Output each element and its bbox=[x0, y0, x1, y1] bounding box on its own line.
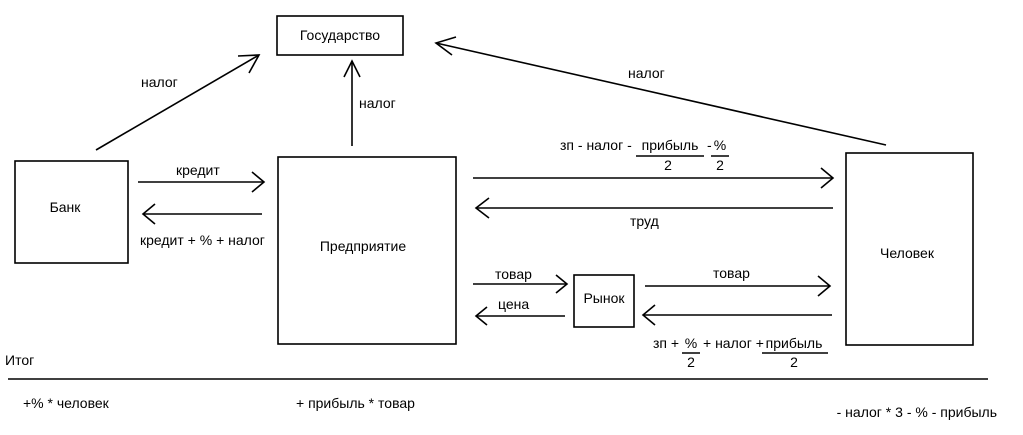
arrow-bank-to-state: налог bbox=[95, 54, 261, 151]
label-market-to-person: товар bbox=[713, 265, 750, 281]
node-state: Государство bbox=[276, 15, 404, 56]
enterprise-box bbox=[277, 156, 457, 345]
state-label: Государство bbox=[300, 27, 380, 43]
node-person: Человек bbox=[845, 152, 974, 346]
summary: Итог +% * человек + прибыль * товар - на… bbox=[5, 352, 997, 420]
formula-bottom-frac2-num: прибыль bbox=[766, 335, 823, 351]
bank-label: Банк bbox=[50, 199, 82, 215]
node-market: Рынок bbox=[573, 274, 635, 328]
label-market-to-enterprise: цена bbox=[498, 296, 529, 312]
state-box bbox=[276, 15, 404, 56]
node-enterprise: Предприятие bbox=[277, 156, 457, 345]
person-label: Человек bbox=[880, 245, 935, 261]
formula-top-frac2-num: % bbox=[714, 137, 726, 153]
enterprise-label: Предприятие bbox=[320, 238, 406, 254]
arrow-bank-to-enterprise: кредит bbox=[138, 162, 266, 193]
market-label: Рынок bbox=[583, 290, 625, 306]
market-box bbox=[573, 274, 635, 328]
formula-bottom: зп + % 2 + налог + прибыль 2 bbox=[653, 335, 828, 370]
summary-title: Итог bbox=[5, 352, 34, 368]
arrow-enterprise-to-bank: кредит + % + налог bbox=[140, 203, 265, 248]
formula-bottom-frac2-den: 2 bbox=[790, 354, 798, 370]
summary-bank: +% * человек bbox=[23, 395, 110, 411]
label-enterprise-to-market: товар bbox=[495, 266, 532, 282]
label-enterprise-to-bank: кредит + % + налог bbox=[140, 232, 265, 248]
arrow-enterprise-to-state: налог bbox=[343, 59, 396, 146]
arrow-person-to-market: зп + % 2 + налог + прибыль 2 bbox=[641, 304, 832, 370]
summary-enterprise: + прибыль * товар bbox=[296, 395, 415, 411]
arrow-person-to-enterprise: труд bbox=[474, 197, 833, 229]
formula-top-minus: - bbox=[707, 137, 712, 153]
label-bank-to-enterprise: кредит bbox=[176, 162, 220, 178]
label-enterprise-to-state: налог bbox=[359, 95, 396, 111]
person-box bbox=[845, 152, 974, 346]
formula-top-lead: зп - налог - bbox=[560, 137, 632, 153]
summary-person: - налог * 3 - % - прибыль bbox=[837, 404, 997, 420]
formula-top-frac2-den: 2 bbox=[716, 157, 724, 173]
formula-bottom-mid: + налог + bbox=[703, 335, 764, 351]
arrow-person-to-state: налог bbox=[434, 36, 887, 146]
arrow-enterprise-to-person: зп - налог - прибыль 2 - % 2 bbox=[473, 137, 835, 189]
formula-top: зп - налог - прибыль 2 - % 2 bbox=[560, 137, 729, 173]
arrow-market-to-person: товар bbox=[645, 265, 832, 297]
formula-top-frac1-num: прибыль bbox=[642, 137, 699, 153]
bank-box bbox=[14, 160, 129, 264]
arrow-enterprise-to-market: товар bbox=[473, 266, 569, 294]
formula-bottom-frac1-den: 2 bbox=[687, 354, 695, 370]
formula-top-frac1-den: 2 bbox=[664, 157, 672, 173]
label-person-to-state: налог bbox=[628, 65, 665, 81]
formula-bottom-frac1-num: % bbox=[685, 335, 697, 351]
formula-bottom-lead: зп + bbox=[653, 335, 679, 351]
node-bank: Банк bbox=[14, 160, 129, 264]
arrow-market-to-enterprise: цена bbox=[474, 296, 565, 326]
label-bank-to-state: налог bbox=[141, 74, 178, 90]
label-person-to-enterprise: труд bbox=[630, 213, 659, 229]
